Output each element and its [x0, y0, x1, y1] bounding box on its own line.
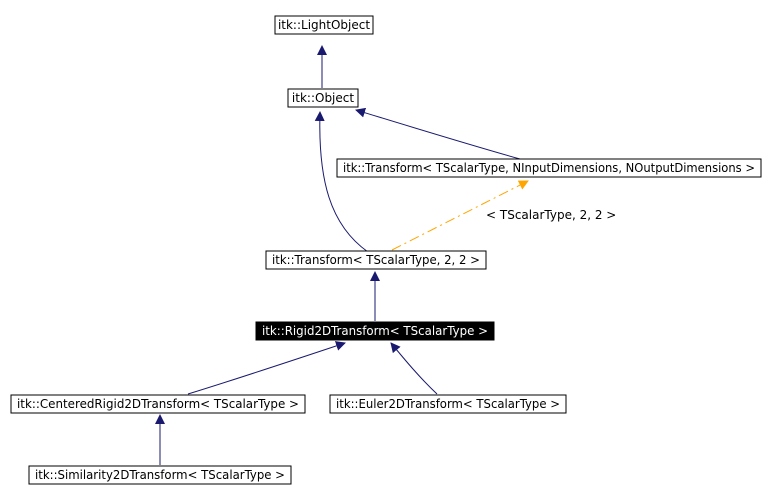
edge-transform-2-2-to-object	[314, 111, 369, 253]
svg-text:itk::Object: itk::Object	[292, 91, 354, 105]
svg-text:itk::Transform< TScalarType, 2: itk::Transform< TScalarType, 2, 2 >	[272, 253, 480, 267]
node-transform-2-2[interactable]: itk::Transform< TScalarType, 2, 2 >	[265, 250, 487, 270]
node-centered-rigid2d[interactable]: itk::CenteredRigid2DTransform< TScalarTy…	[10, 394, 306, 414]
svg-text:itk::Similarity2DTransform< TS: itk::Similarity2DTransform< TScalarType …	[35, 468, 285, 482]
node-object[interactable]: itk::Object	[287, 88, 359, 108]
node-euler2d[interactable]: itk::Euler2DTransform< TScalarType >	[329, 394, 567, 414]
edge-transform-2-2-to-transform-generic	[391, 180, 529, 251]
svg-text:itk::Euler2DTransform< TScalar: itk::Euler2DTransform< TScalarType >	[336, 397, 560, 411]
svg-text:itk::Rigid2DTransform< TScalar: itk::Rigid2DTransform< TScalarType >	[262, 324, 488, 338]
edge-euler2d-to-rigid2d	[390, 342, 438, 395]
edge-label-template-args: < TScalarType, 2, 2 >	[486, 208, 616, 222]
edge-centered-rigid2d-to-rigid2d	[187, 341, 346, 395]
node-similarity2d[interactable]: itk::Similarity2DTransform< TScalarType …	[28, 465, 292, 485]
node-transform-generic[interactable]: itk::Transform< TScalarType, NInputDimen…	[336, 158, 762, 178]
svg-text:itk::LightObject: itk::LightObject	[278, 18, 370, 32]
edge-transform-generic-to-object	[355, 107, 521, 160]
node-light-object[interactable]: itk::LightObject	[274, 15, 374, 35]
svg-text:itk::Transform< TScalarType, N: itk::Transform< TScalarType, NInputDimen…	[343, 161, 755, 175]
svg-text:itk::CenteredRigid2DTransform<: itk::CenteredRigid2DTransform< TScalarTy…	[17, 397, 299, 411]
node-rigid2d[interactable]: itk::Rigid2DTransform< TScalarType >	[255, 321, 495, 341]
